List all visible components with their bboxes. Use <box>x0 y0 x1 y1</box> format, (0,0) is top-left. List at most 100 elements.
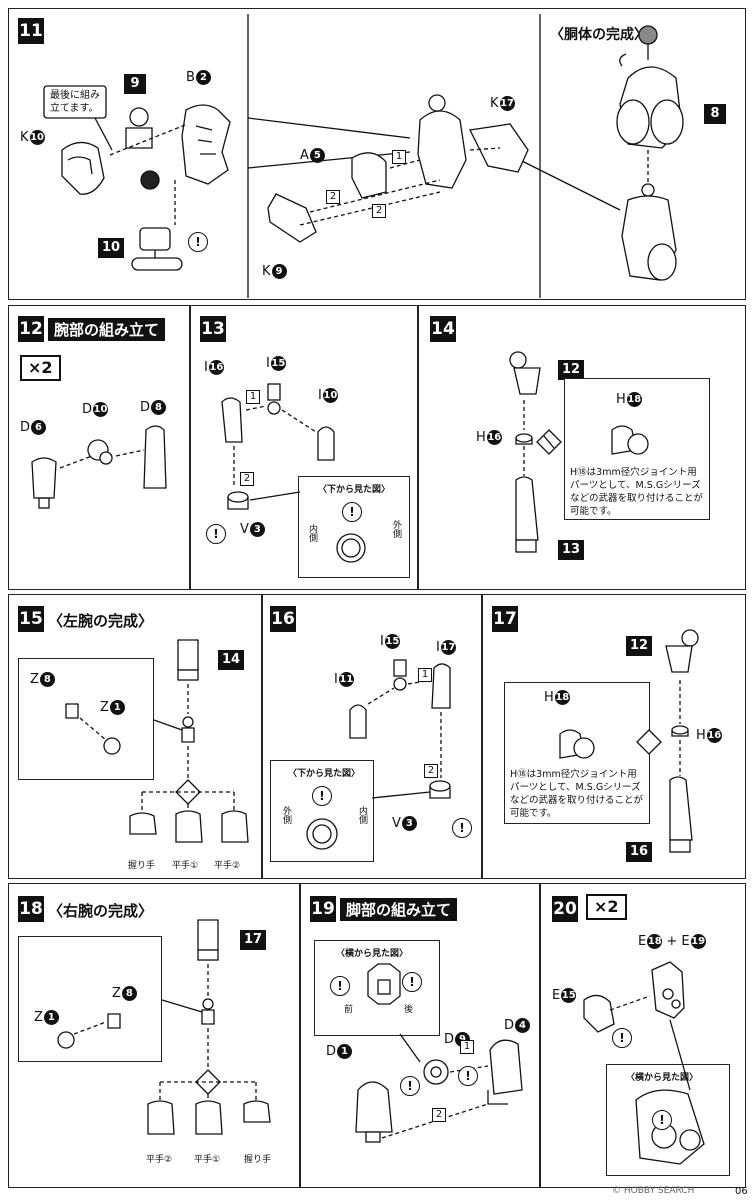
step-11-number: 11 <box>18 18 44 44</box>
step-20-box-title: 〈横から見た図〉 <box>626 1073 699 1083</box>
step-18-detail-box <box>18 936 162 1062</box>
ref-13: 13 <box>558 540 584 560</box>
step-14-note-line: パーツとして、M.S.Gシリーズ <box>570 480 701 491</box>
step-15-illustration <box>65 639 249 843</box>
step-15-title: 〈左腕の完成〉 <box>48 612 154 630</box>
step-13-inner-label: 内側 <box>307 524 317 542</box>
hand-label: 握り手 <box>244 1155 272 1165</box>
step-17-note-line: などの武器を取り付けることが <box>510 795 644 806</box>
step-11-illustration <box>43 14 684 298</box>
step-16-number: 16 <box>270 606 296 632</box>
step-18-number: 18 <box>18 896 44 922</box>
watermark: © HOBBY SEARCH <box>612 1186 695 1196</box>
step-19-number: 19 <box>310 896 336 922</box>
hand-label: 平手② <box>214 861 241 871</box>
caution-icon: ! <box>312 786 332 806</box>
caution-icon: ! <box>458 1066 478 1086</box>
step-17-note-line: 可能です。 <box>510 808 557 819</box>
step-14-note-line: などの武器を取り付けることが <box>570 493 704 504</box>
ref-10: 10 <box>98 238 124 258</box>
step-12-illustration <box>31 425 167 509</box>
step-16-outer-label: 外側 <box>281 806 291 824</box>
caution-icon: ! <box>452 818 472 838</box>
step-20-number: 20 <box>552 896 578 922</box>
seq-marker: 1 <box>460 1040 474 1054</box>
step-11-bubble-line1: 最後に組み <box>50 90 100 101</box>
seq-marker: 2 <box>240 472 254 486</box>
step-17-note-line: パーツとして、M.S.Gシリーズ <box>510 782 641 793</box>
step-15-number: 15 <box>18 606 44 632</box>
caution-icon: ! <box>402 972 422 992</box>
ref-12: 12 <box>558 360 584 380</box>
step-13-box-title: 〈下から見た図〉 <box>318 485 391 495</box>
caution-icon: ! <box>400 1076 420 1096</box>
page-number: 06 <box>735 1186 748 1197</box>
step-12-title: 腕部の組み立て <box>48 318 166 341</box>
ref-16: 16 <box>626 842 652 862</box>
seq-marker: 2 <box>372 204 386 218</box>
step-11-panel <box>8 8 746 300</box>
step-17-number: 17 <box>492 606 518 632</box>
seq-marker: 2 <box>424 764 438 778</box>
hand-label: 平手① <box>172 861 199 871</box>
step-16-illustration <box>306 659 451 850</box>
step-16-inner-label: 内側 <box>357 806 367 824</box>
ref-12: 12 <box>626 636 652 656</box>
caution-icon: ! <box>188 232 208 252</box>
step-11-bubble-line2: 立てます。 <box>50 103 99 114</box>
step-13-number: 13 <box>200 316 226 342</box>
ref-17: 17 <box>240 930 266 950</box>
step-19-front-label: 前 <box>344 1005 354 1015</box>
caution-icon: ! <box>612 1028 632 1048</box>
step-11-subtitle: 〈胴体の完成〉 <box>550 27 648 43</box>
step-12-number: 12 <box>18 316 44 342</box>
step-19-title: 脚部の組み立て <box>340 898 458 921</box>
seq-marker: 2 <box>432 1108 446 1122</box>
step-19-box-title: 〈横から見た図〉 <box>336 949 409 959</box>
seq-marker: 1 <box>392 150 406 164</box>
hand-label: 握り手 <box>128 861 156 871</box>
hand-label: 平手① <box>194 1155 221 1165</box>
ref-14: 14 <box>218 650 244 670</box>
step-17-note-line: H⑱は3mm径穴ジョイント用 <box>510 769 637 780</box>
caution-icon: ! <box>206 524 226 544</box>
step-14-illustration <box>509 351 649 553</box>
ref-8: 8 <box>704 104 726 124</box>
step-19-back-label: 後 <box>404 1005 414 1015</box>
step-12-multiplier: ×2 <box>20 355 61 381</box>
step-13-illustration <box>221 383 366 563</box>
step-14-note-line: H⑱は3mm径穴ジョイント用 <box>570 467 697 478</box>
step-18-title: 〈右腕の完成〉 <box>48 902 154 920</box>
ref-9: 9 <box>124 74 146 94</box>
step-20-multiplier: ×2 <box>586 894 627 920</box>
caution-icon: ! <box>652 1110 672 1130</box>
seq-marker: 2 <box>326 190 340 204</box>
seq-marker: 1 <box>246 390 260 404</box>
hand-label: 平手② <box>146 1155 173 1165</box>
